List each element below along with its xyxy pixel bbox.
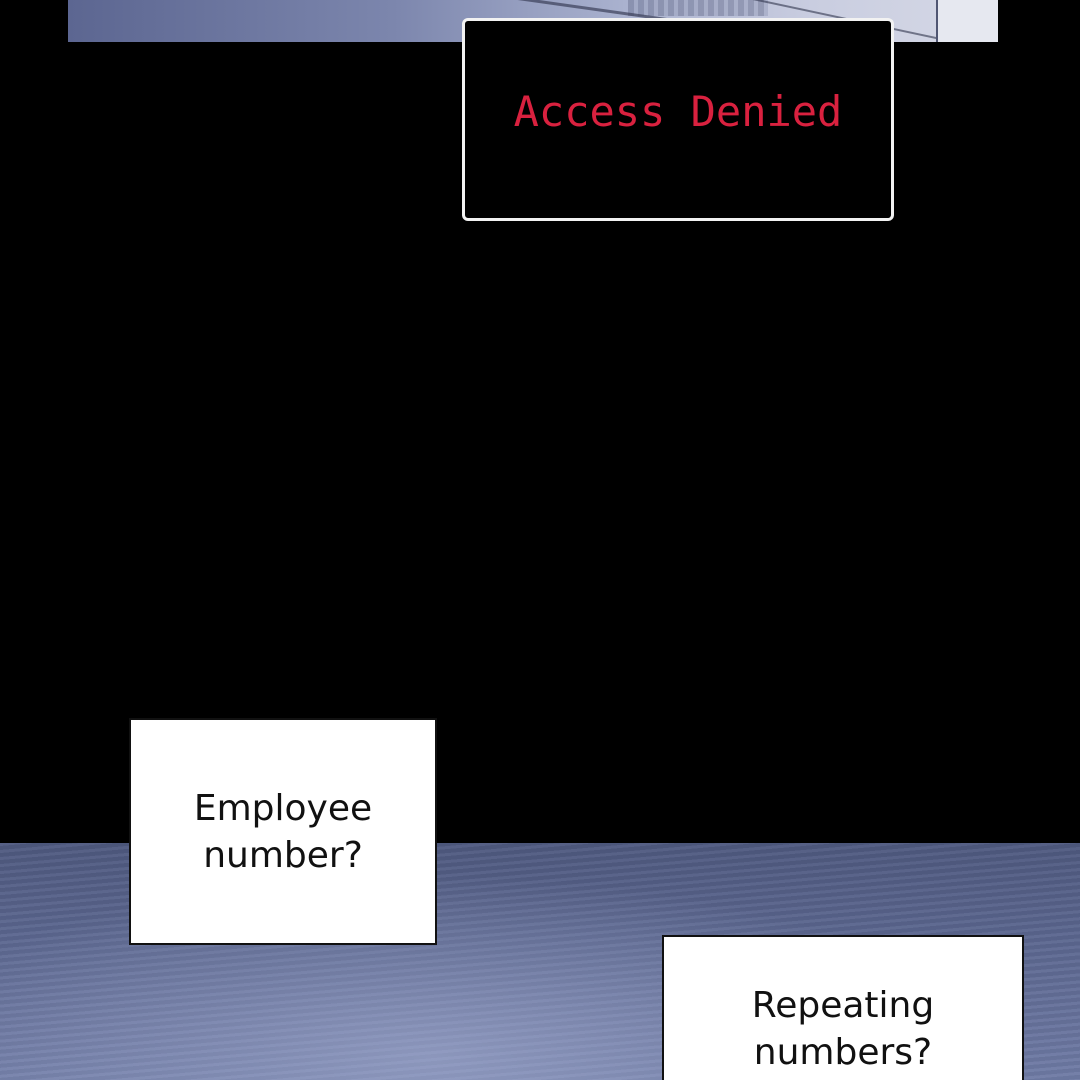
monitor-edge-illustration <box>936 0 998 42</box>
access-denied-message: Access Denied <box>513 87 843 136</box>
speech-text: Repeating numbers? <box>751 985 935 1073</box>
speech-box-employee-number: Employee number? <box>129 718 437 945</box>
speech-box-repeating-numbers: Repeating numbers? <box>662 935 1024 1080</box>
keyboard-keys-illustration <box>628 0 768 16</box>
speech-text: Employee number? <box>193 787 373 876</box>
access-denied-popup: Access Denied <box>462 18 894 221</box>
